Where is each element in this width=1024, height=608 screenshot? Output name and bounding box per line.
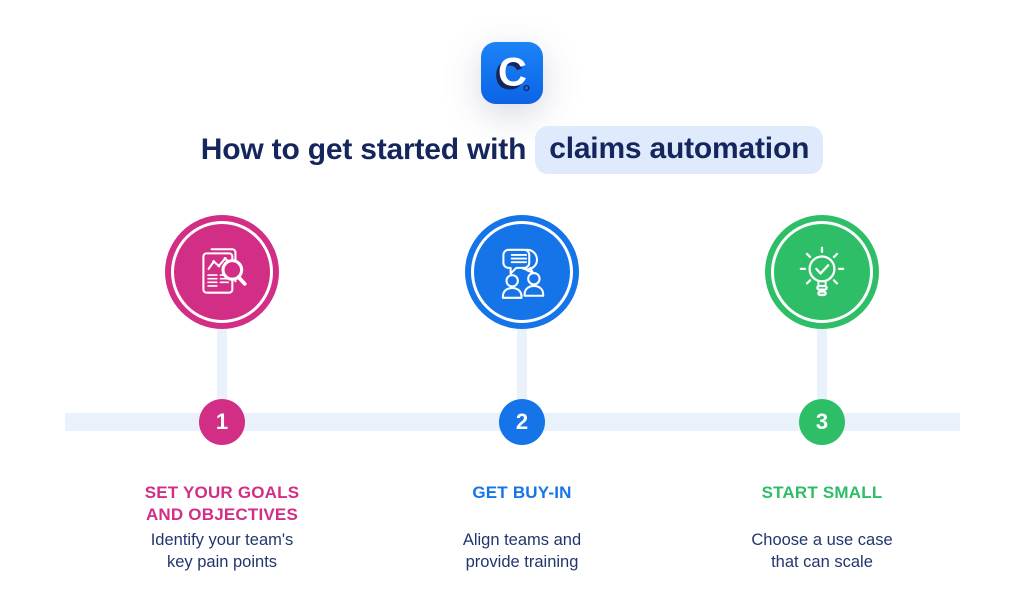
step-1-circle: [165, 215, 279, 329]
letter-c-icon: C C: [481, 42, 543, 104]
step-1-title-line2: AND OBJECTIVES: [145, 504, 299, 524]
step-3-title-line1: START SMALL: [761, 483, 883, 502]
company-logo: C C: [481, 42, 543, 104]
step-1-connector: [217, 329, 227, 399]
registered-mark-icon: [523, 84, 530, 92]
step-3-connector: [817, 329, 827, 399]
logo-letter-shadow: C: [495, 54, 524, 98]
step-3-desc-line2: that can scale: [771, 553, 873, 572]
step-2-number-badge: 2: [499, 399, 545, 445]
step-2-title: GET BUY-IN: [472, 482, 571, 526]
step-2-title-line1: GET BUY-IN: [472, 483, 572, 502]
title-highlight: claims automation: [535, 126, 824, 174]
step-1-title-line1: SET YOUR GOALS: [144, 483, 300, 502]
step-3-circle: [765, 215, 879, 329]
step-1-title: SET YOUR GOALS AND OBJECTIVES: [145, 482, 300, 526]
report-magnifier-icon: [202, 248, 247, 294]
step-1-column: 1 SET YOUR GOALS AND OBJECTIVES Identify…: [102, 215, 342, 574]
step-3-title: START SMALL: [762, 482, 883, 526]
step-3-column: 3 START SMALL Choose a use case that can…: [702, 215, 942, 574]
step-2-desc-line1: Align teams and: [462, 531, 582, 549]
step-2-description: Align teams and provide training: [463, 529, 581, 574]
lightbulb-check-icon: [799, 246, 845, 297]
step-1-description: Identify your team's key pain points: [151, 529, 294, 574]
step-1-desc-line1: Identify your team's: [150, 531, 294, 549]
step-2-circle: [465, 215, 579, 329]
step-3-desc-line1: Choose a use case: [751, 531, 893, 549]
step-1-desc-line2: key pain points: [166, 553, 278, 572]
step-3-number-badge: 3: [799, 399, 845, 445]
title-prefix: How to get started with: [200, 133, 527, 166]
step-1-number-badge: 1: [199, 399, 245, 445]
chat-people-icon: [501, 248, 545, 299]
logo-letter: C: [498, 51, 527, 95]
step-2-column: 2 GET BUY-IN Align teams and provide tra…: [402, 215, 642, 574]
step-3-description: Choose a use case that can scale: [751, 529, 892, 574]
step-2-desc-line2: provide training: [465, 553, 579, 572]
page-title: How to get started with claims automatio…: [0, 126, 1024, 174]
step-2-connector: [517, 329, 527, 399]
